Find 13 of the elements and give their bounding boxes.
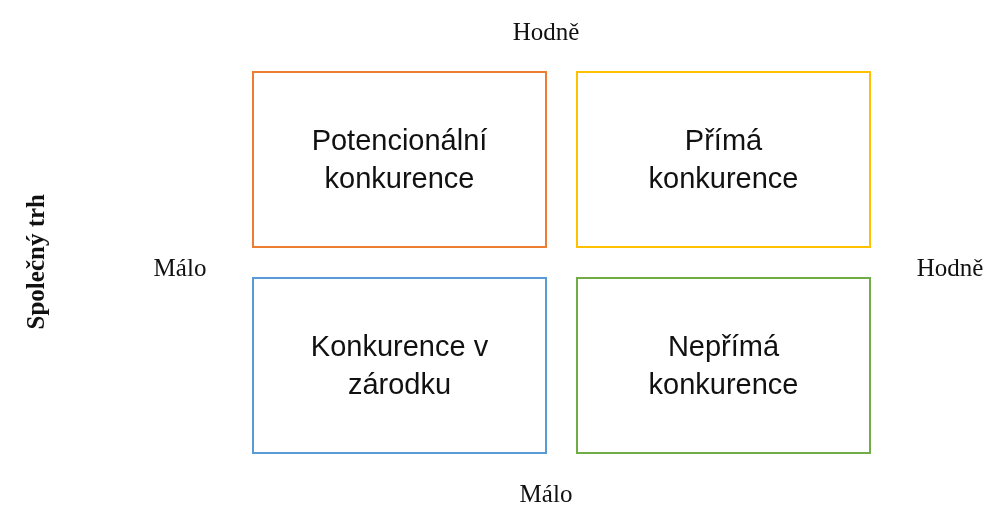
quadrant-box (252, 71, 547, 248)
quadrant-box (252, 277, 547, 454)
quadrant-title: Konkurence v zárodku (309, 328, 490, 402)
axis-label: Hodně (916, 254, 984, 282)
axis-label: Málo (519, 480, 573, 508)
axis-label: Málo (153, 254, 207, 282)
quadrant-title: Nepřímá konkurence (647, 328, 800, 402)
quadrant-title: Přímá konkurence (647, 122, 800, 196)
axis-title: Společný trh (22, 194, 50, 330)
quadrant-title: Potencionální konkurence (310, 122, 489, 196)
axis-label: Hodně (512, 18, 580, 46)
quadrant-box (576, 277, 871, 454)
quadrant-box (576, 71, 871, 248)
